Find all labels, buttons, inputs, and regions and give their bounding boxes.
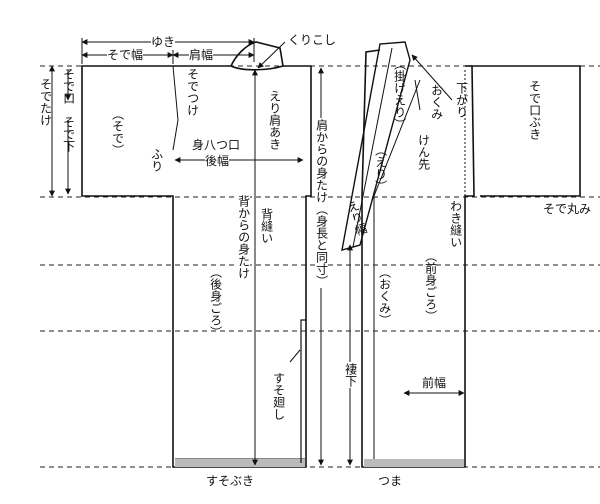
- sleeve-seam: [172, 65, 179, 121]
- furi-label: ふり: [149, 148, 164, 172]
- sodetsuke-label: そでつけ: [185, 68, 200, 116]
- wakinui-label: わき縫い: [448, 200, 463, 248]
- sodemarumi-label: そで丸み: [543, 202, 592, 216]
- sodehaba-label: そで幅: [107, 48, 144, 63]
- susomawashi-label: すそ廻し: [271, 372, 286, 420]
- tsumashita-label: 褄下: [343, 362, 358, 388]
- sodeguchibuki-label: そで口ぶき: [527, 80, 542, 140]
- maemigoro-label: （前身ごろ）: [423, 250, 438, 322]
- kurikoshi-label: くりこし: [288, 33, 337, 47]
- okumi-paren-label: （おくみ）: [377, 266, 392, 326]
- kensaki-label: けん先: [416, 134, 431, 170]
- se-mitake-label: 背からの身たけ: [236, 194, 251, 280]
- ushirohaba-label: 後幅: [205, 154, 230, 169]
- tsuma-label: つま: [378, 474, 403, 488]
- erikataaki-label: えり肩あき: [267, 90, 282, 150]
- yuki-label: ゆき: [151, 35, 176, 50]
- senui-label: 背縫い: [259, 208, 274, 244]
- miyatsuguchi-label: 身八つ口: [192, 138, 241, 153]
- sode-paren-label: （そで）: [110, 108, 125, 156]
- sodetake-label: そでたけ: [38, 78, 53, 126]
- eri-paren-label: （えり）: [373, 144, 388, 192]
- susomawashi-edge: [300, 319, 306, 463]
- okumi-line: [373, 79, 421, 197]
- katahaba-label: 肩幅: [189, 48, 214, 63]
- kakeeri-label: （掛けえり）: [392, 58, 407, 130]
- front-collar: [341, 41, 411, 251]
- susobuki-label: すそぶき: [206, 474, 255, 488]
- okumi-label: おくみ: [429, 84, 444, 120]
- sodeshita-label: そで下: [61, 116, 76, 152]
- sodeguchi-label: そで口: [61, 68, 76, 104]
- kata-mitake-label: 肩からの身たけ（身長と同寸）: [314, 118, 329, 288]
- sagari-label: 下がり: [454, 82, 469, 118]
- maehaba-label: 前幅: [422, 376, 447, 390]
- front-view: [341, 41, 581, 468]
- ushiromigoro-label: （後身ごろ）: [208, 266, 223, 338]
